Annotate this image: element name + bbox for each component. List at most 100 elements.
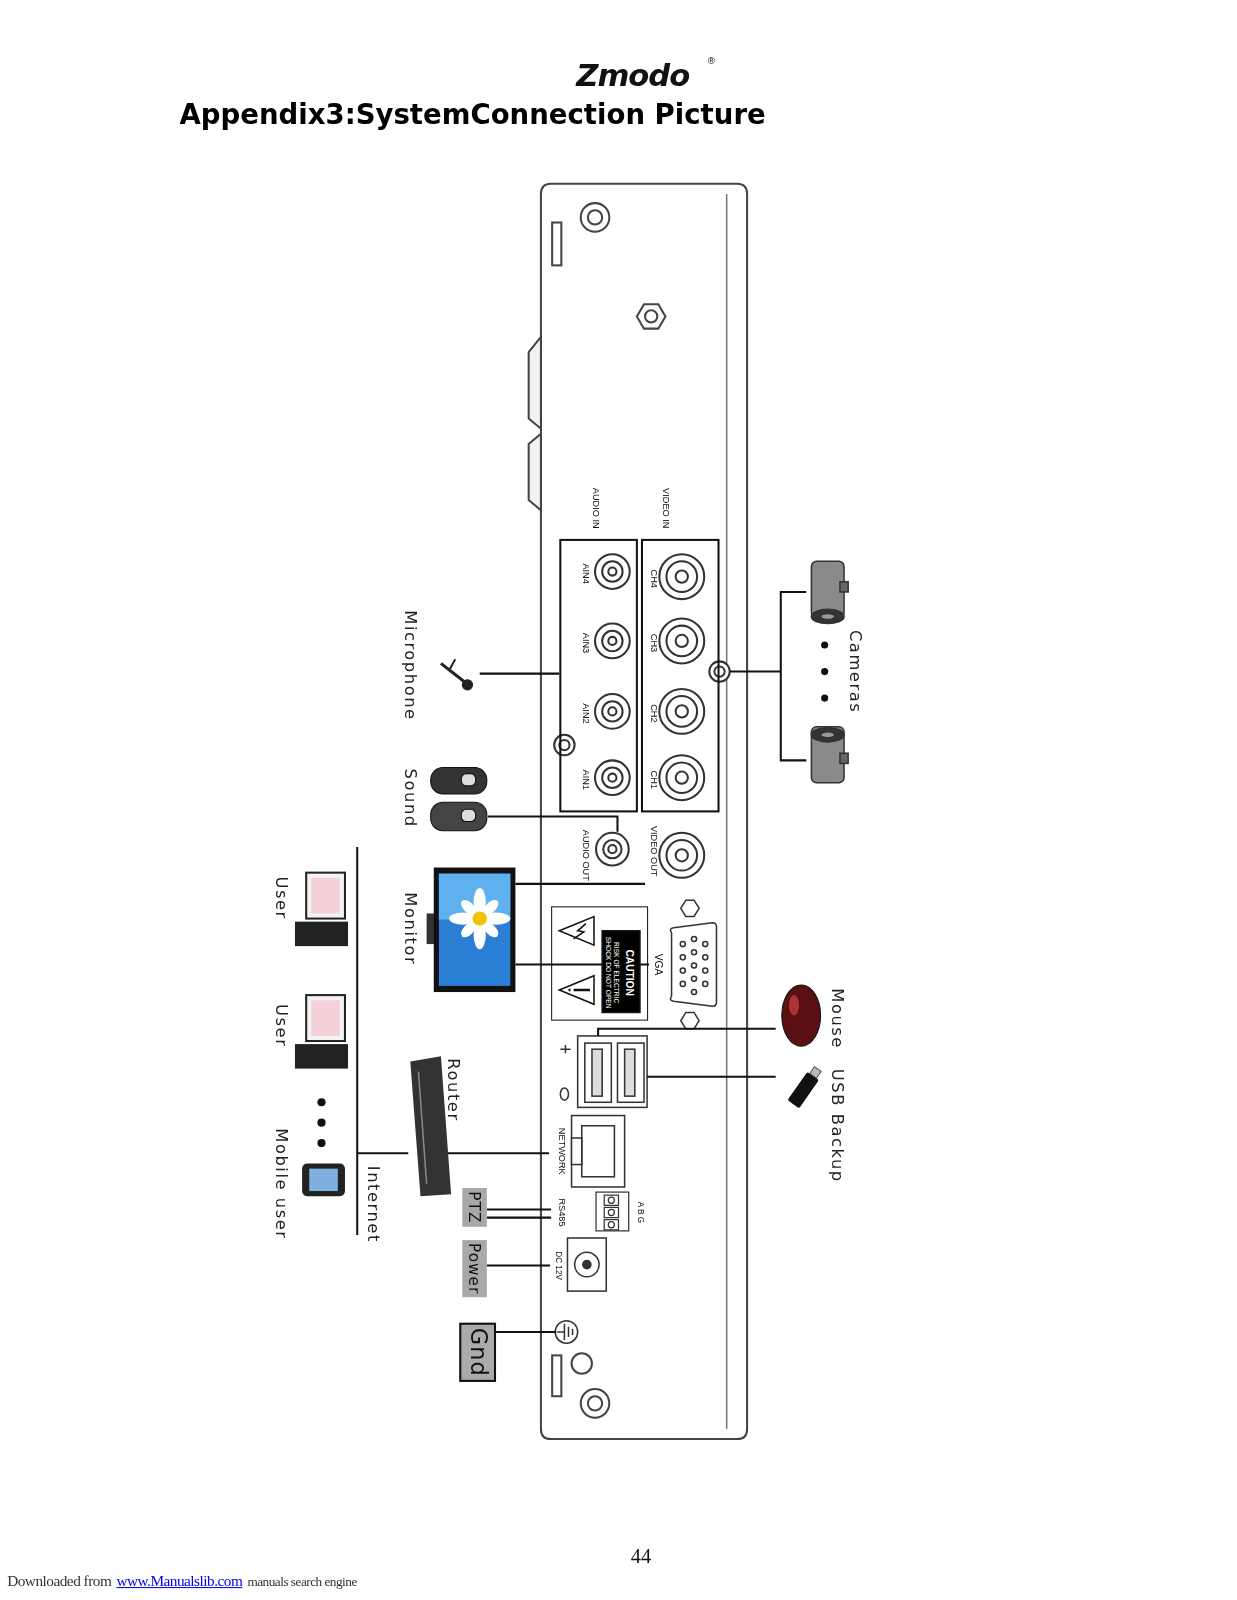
rca-connectors-part — [603, 840, 621, 858]
camera-picture-part — [811, 727, 844, 783]
node-text: AIN4 — [580, 563, 591, 583]
rca-connectors-part — [602, 701, 622, 721]
bnc-connectors-part — [666, 626, 697, 657]
monitor-picture-part — [439, 874, 510, 986]
vga-port-part — [680, 955, 685, 960]
device-label: User — [272, 1004, 292, 1047]
bnc-connectors-part — [659, 689, 704, 734]
node-text: CH3 — [648, 634, 659, 652]
rca-connectors-part — [602, 631, 622, 651]
rs485-terminal-part — [608, 1209, 614, 1215]
mouse-picture — [782, 985, 821, 1046]
wiring-part — [730, 671, 781, 673]
bnc-connectors-part — [666, 696, 697, 727]
rca-connectors-part — [595, 554, 630, 589]
dvr-panel-part — [726, 194, 728, 1429]
node-text: AIN2 — [580, 703, 591, 723]
rs485-terminal-part — [608, 1222, 614, 1228]
node-text: AIN1 — [580, 770, 591, 790]
dvr-panel-part — [581, 1389, 610, 1418]
monitor-picture-part — [434, 868, 516, 993]
computer-picture — [296, 873, 347, 1068]
computer-picture-part — [296, 923, 347, 945]
rca-connectors-part — [596, 833, 629, 866]
bnc-connectors-part — [659, 833, 704, 878]
wiring-part — [781, 592, 807, 760]
dvr-panel — [529, 184, 747, 1439]
port-group-box: AUDIO INAIN4AIN3AIN2AIN1 — [559, 539, 638, 813]
computer-picture-part — [296, 1045, 347, 1067]
ground-symbol-part — [555, 1321, 577, 1343]
speaker-picture-part — [431, 768, 487, 795]
dvr-panel-part — [588, 1396, 602, 1410]
ground-symbol — [555, 1321, 577, 1343]
rca-connectors — [595, 554, 630, 865]
ellipsis-dots-part — [317, 1119, 325, 1127]
ellipsis-dots — [317, 641, 828, 1147]
monitor-picture-part — [473, 911, 487, 925]
vga-port-part — [691, 950, 696, 955]
ellipsis-dots-part — [821, 641, 828, 648]
node-text: CH2 — [648, 704, 659, 722]
mouse-picture-part — [782, 985, 821, 1046]
usb-ports-part — [585, 1043, 612, 1102]
bnc-connectors-part — [666, 840, 697, 871]
camera-picture-part — [821, 732, 835, 738]
mobile-picture — [302, 1164, 345, 1197]
speaker-picture-part — [431, 802, 487, 831]
bnc-connectors-part — [659, 619, 704, 664]
bnc-connectors-part — [554, 735, 574, 755]
dc-jack-part — [575, 1252, 599, 1276]
port-label: AUDIO OUT — [580, 830, 591, 881]
monitor-picture-part — [449, 888, 510, 949]
brand-logo: Zmodo — [576, 57, 689, 94]
dvr-panel-part — [552, 1355, 561, 1396]
dc-jack-part — [583, 1260, 591, 1268]
rca-connectors-part — [595, 760, 630, 795]
ellipsis-dots-part — [821, 695, 828, 702]
bnc-connectors-part — [676, 772, 688, 784]
ground-symbol-part — [557, 1324, 572, 1340]
vga-port-part — [681, 900, 699, 916]
usb-ports-part — [617, 1043, 644, 1102]
dvr-panel-part — [529, 434, 541, 511]
camera-picture-part — [840, 582, 848, 592]
computer-picture-part — [306, 995, 345, 1041]
bnc-connectors-part — [659, 755, 704, 800]
vga-port-part — [670, 923, 716, 1007]
bnc-connectors-part — [666, 762, 697, 793]
mouse-picture-part — [789, 995, 799, 1015]
caution-label-part — [602, 931, 640, 1013]
bnc-connectors-part — [676, 849, 688, 861]
device-label: Mobile user — [272, 1128, 292, 1239]
node-heading: PTZ — [465, 1191, 483, 1223]
footer-text: www.Manualslib.com — [116, 1573, 242, 1590]
rca-connectors-part — [608, 845, 616, 853]
port-label: VGA — [652, 954, 664, 976]
wiring-part — [647, 1076, 776, 1078]
port-label: DC 12V — [553, 1251, 563, 1280]
wiring-part — [598, 1029, 776, 1036]
rca-connectors-part — [608, 567, 616, 575]
rca-connectors-part — [595, 624, 630, 659]
caution-label-part — [559, 976, 594, 1005]
caution-box: CAUTIONRISK OF ELECTRIC SHOCK DO NOT OPE… — [551, 906, 648, 1020]
usb-ports-part — [592, 1049, 602, 1096]
microphone-picture-part — [449, 659, 455, 670]
bnc-connectors-part — [659, 554, 704, 599]
network-port-part — [572, 1116, 625, 1187]
caution-label-part — [559, 917, 594, 946]
wiring-part — [357, 1152, 408, 1154]
caution-label — [559, 917, 640, 1013]
dvr-panel-part — [645, 310, 657, 322]
dvr-panel-part — [552, 222, 561, 265]
rs485-terminal — [596, 1192, 629, 1231]
wiring-part — [480, 673, 560, 675]
wiring-part — [356, 847, 358, 1235]
footer-text: manuals search engine — [247, 1574, 356, 1590]
vga-port-part — [691, 963, 696, 968]
usb-ports-part — [625, 1049, 635, 1096]
wiring-part — [515, 883, 645, 885]
page-title: Appendix3:SystemConnection Picture — [179, 99, 765, 132]
